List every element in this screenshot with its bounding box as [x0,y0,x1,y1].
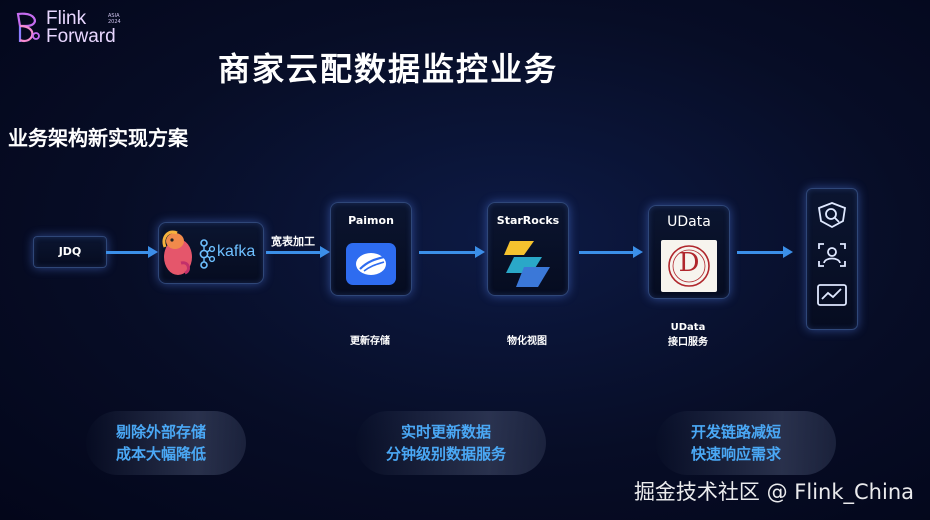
udata-box: UData D [648,205,730,299]
search-shield-icon [818,202,846,229]
arrow-paimon-starrocks [419,246,485,258]
benefit-text-3: 开发链路减短 快速响应需求 [636,411,836,465]
arrow-jdq-kafka [106,246,158,258]
jdq-box: JDQ [33,236,107,268]
section-subtitle: 业务架构新实现方案 [8,126,188,150]
paimon-label: Paimon [348,214,394,227]
benefit-1-line1: 剔除外部存储 [115,423,206,441]
consumers-box [806,188,858,330]
paimon-logo-icon [346,243,396,285]
arrow-starrocks-udata [579,246,643,258]
flink-squirrel-icon [162,230,192,275]
watermark: 掘金技术社区 @ Flink_China [633,480,914,504]
benefit-2-line2: 分钟级别数据服务 [385,445,506,463]
monitor-chart-icon [817,284,847,306]
udata-logo-letter: D [678,248,700,278]
benefit-text-1: 剔除外部存储 成本大幅降低 [76,411,246,465]
flink-forward-logo: Flink Forward ASIA 2024 [12,8,132,48]
starrocks-label: StarRocks [496,214,560,227]
benefit-text-2: 实时更新数据 分钟级别数据服务 [346,411,546,465]
logo-tag-line1: ASIA [108,13,120,19]
edge-label-wide-table: 宽表加工 [271,235,315,248]
logo-name-line2: Forward [46,26,116,47]
benefit-1-line2: 成本大幅降低 [115,445,206,463]
logo-name: Flink Forward [46,8,116,47]
udata-caption-line1: UData [670,322,706,333]
benefit-3-line1: 开发链路减短 [690,423,781,441]
starrocks-box: StarRocks [487,202,569,296]
benefit-pill-2: 实时更新数据 分钟级别数据服务 [356,411,546,475]
benefit-pill-1: 剔除外部存储 成本大幅降低 [86,411,246,475]
logo-tag: ASIA 2024 [108,13,132,25]
jdq-label: JDQ [58,245,82,258]
udata-logo-icon: D [661,240,717,292]
starrocks-caption: 物化视图 [507,336,547,347]
paimon-box: Paimon [330,202,412,296]
logo-tag-line2: 2024 [108,19,121,25]
kafka-icon [199,239,215,269]
benefit-pill-3: 开发链路减短 快速响应需求 [656,411,836,475]
benefit-3-line2: 快速响应需求 [690,445,781,463]
benefit-2-line1: 实时更新数据 [400,423,491,441]
udata-caption-line2: 接口服务 [668,337,708,348]
starrocks-logo-icon [504,241,550,287]
user-scan-icon [818,243,846,267]
udata-label: UData [667,214,711,230]
page-title: 商家云配数据监控业务 [218,50,559,88]
flink-forward-mark-icon [16,12,40,43]
udata-caption: UData 接口服务 [648,320,728,350]
paimon-caption: 更新存储 [350,336,390,347]
arrow-udata-consumers [737,246,793,258]
kafka-label: kafka [217,243,256,260]
logo-name-line1: Flink [46,8,87,29]
kafka-box: kafka [158,222,264,284]
arrow-kafka-paimon [266,246,330,258]
